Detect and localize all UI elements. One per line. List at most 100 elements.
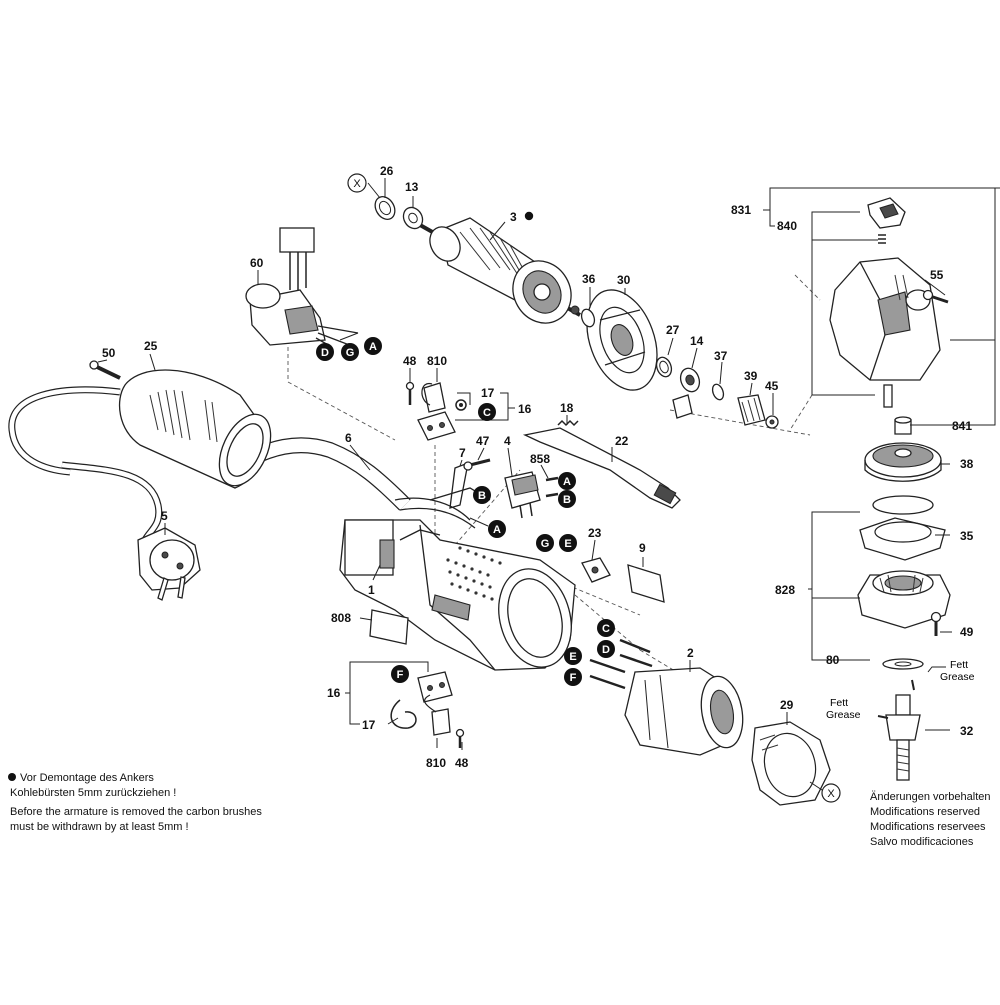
svg-text:E: E xyxy=(564,538,571,550)
spring-840 xyxy=(878,234,886,244)
grease-32-de: Fett xyxy=(830,697,848,709)
svg-text:B: B xyxy=(563,494,571,506)
label-810-top: 810 xyxy=(427,354,447,368)
modifications-es: Salvo modificaciones xyxy=(870,836,974,848)
svg-text:A: A xyxy=(563,476,571,488)
cable-sleeve xyxy=(118,369,272,489)
brush-holder-top xyxy=(417,382,456,441)
marker-b-switch: B xyxy=(558,490,576,508)
label-13: 13 xyxy=(405,180,419,194)
label-6: 6 xyxy=(345,431,352,445)
washer-37 xyxy=(711,383,725,401)
screw-48-bottom xyxy=(455,728,465,748)
bearing-26 xyxy=(374,196,396,220)
svg-text:A: A xyxy=(493,524,501,536)
marker-a-switch: A xyxy=(558,472,576,490)
bearing-flange-828 xyxy=(857,570,951,629)
label-4: 4 xyxy=(504,434,511,448)
label-30: 30 xyxy=(617,273,631,287)
label-16-bottom: 16 xyxy=(327,686,341,700)
marker-d-stator: D xyxy=(597,640,615,658)
marker-e-stator: E xyxy=(564,647,582,665)
electronics-module xyxy=(245,227,359,347)
grease-notes: Fett Grease Fett Grease xyxy=(826,659,975,721)
label-14: 14 xyxy=(690,334,704,348)
label-39: 39 xyxy=(744,369,758,383)
note-de-line-2: Kohlebürsten 5mm zurückziehen ! xyxy=(10,787,177,799)
label-60: 60 xyxy=(250,256,264,270)
label-32: 32 xyxy=(960,724,974,738)
svg-text:G: G xyxy=(541,538,550,550)
svg-text:G: G xyxy=(346,347,355,359)
label-5: 5 xyxy=(161,509,168,523)
marker-x-bottom: X xyxy=(821,783,841,803)
label-plate-808 xyxy=(369,609,409,645)
pinion-39 xyxy=(737,394,766,426)
label-47: 47 xyxy=(476,434,490,448)
label-23: 23 xyxy=(588,526,602,540)
label-29: 29 xyxy=(780,698,794,712)
screw-50 xyxy=(89,360,121,380)
connection-markers: X X A G D C A B xyxy=(316,173,841,803)
marker-a-module: A xyxy=(364,337,382,355)
label-2: 2 xyxy=(687,646,694,660)
label-17-top: 17 xyxy=(481,386,495,400)
oring-35 xyxy=(872,495,934,515)
component-23 xyxy=(581,557,611,583)
svg-text:D: D xyxy=(321,347,329,359)
svg-text:F: F xyxy=(570,672,577,684)
switch-rod xyxy=(522,427,681,509)
marker-g-module: G xyxy=(341,343,359,361)
washer-80 xyxy=(882,658,924,670)
label-55: 55 xyxy=(930,268,944,282)
svg-text:C: C xyxy=(483,407,491,419)
key-14-clip xyxy=(672,394,693,419)
label-25: 25 xyxy=(144,339,158,353)
svg-text:B: B xyxy=(478,490,486,502)
spring-clip-17-top xyxy=(455,399,467,411)
label-18: 18 xyxy=(560,401,574,415)
label-16-top: 16 xyxy=(518,402,532,416)
label-17-bottom: 17 xyxy=(362,718,376,732)
part-number-labels: 26 13 3 30 36 27 14 37 39 45 831 840 55 … xyxy=(102,164,974,770)
label-828: 828 xyxy=(775,583,795,597)
armature-removal-note: Vor Demontage des Ankers Kohlebürsten 5m… xyxy=(8,771,318,835)
label-48-top: 48 xyxy=(403,354,417,368)
svg-text:D: D xyxy=(602,644,610,656)
label-810-bottom: 810 xyxy=(426,756,446,770)
label-841: 841 xyxy=(952,419,972,433)
label-9: 9 xyxy=(639,541,646,555)
stator xyxy=(624,667,744,756)
leader-lines xyxy=(97,178,1000,791)
bearing-flange-30 xyxy=(586,289,658,391)
grease-marker-80 xyxy=(911,679,915,691)
nut-45 xyxy=(765,415,779,429)
marker-e-switch: E xyxy=(559,534,577,552)
marker-f-stator: F xyxy=(564,668,582,686)
stator-screws xyxy=(589,638,653,690)
grease-marker-32 xyxy=(877,715,889,719)
bullet-icon xyxy=(8,773,16,781)
note-en-line-2: must be withdrawn by at least 5mm ! xyxy=(10,821,189,833)
label-36: 36 xyxy=(582,272,596,286)
marker-a-housing: A xyxy=(488,520,506,538)
label-80: 80 xyxy=(826,653,840,667)
label-1: 1 xyxy=(368,583,375,597)
ring-13 xyxy=(402,206,424,230)
label-7: 7 xyxy=(459,446,466,460)
svg-text:F: F xyxy=(397,669,404,681)
label-840: 840 xyxy=(777,219,797,233)
mains-plug xyxy=(137,527,201,601)
armature xyxy=(419,217,581,324)
armature-bullet-icon xyxy=(524,211,534,221)
marker-f-brush: F xyxy=(391,665,409,683)
marker-x-top: X xyxy=(347,173,367,193)
modifications-fr: Modifications reservees xyxy=(870,821,986,833)
crown-gear-38 xyxy=(864,442,942,482)
screw-858 xyxy=(545,476,559,498)
label-45: 45 xyxy=(765,379,779,393)
label-37: 37 xyxy=(714,349,728,363)
svg-text:A: A xyxy=(369,341,377,353)
